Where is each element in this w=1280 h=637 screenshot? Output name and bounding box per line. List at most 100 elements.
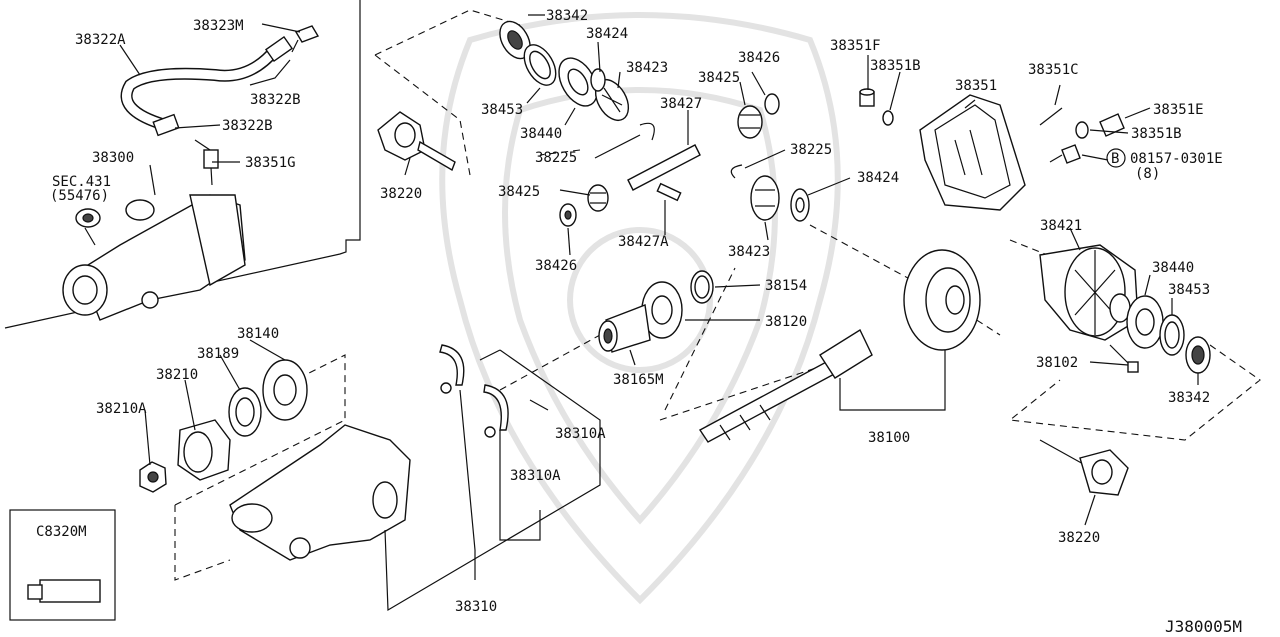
label-38426-low: 38426: [535, 258, 577, 274]
label-38140: 38140: [237, 326, 279, 342]
label-38423-mid: 38423: [728, 244, 770, 260]
label-38120: 38120: [765, 314, 807, 330]
hose-clamp-38322B-upper: [264, 35, 294, 63]
bolt-38323M: [291, 25, 320, 53]
label-38342-right: 38342: [1168, 390, 1210, 406]
label-38154: 38154: [765, 278, 807, 294]
label-38322A: 38322A: [75, 32, 126, 48]
figure-id: J380005M: [1165, 617, 1242, 636]
differential-case-38421: [1039, 244, 1139, 341]
companion-flange-38220-left: [377, 111, 456, 172]
label-bolt-marker: B: [1111, 151, 1119, 167]
label-38210: 38210: [156, 367, 198, 383]
pinion-mate-38425-low: [587, 184, 609, 212]
stud-38351C: [1039, 107, 1063, 126]
label-38220-left: 38220: [380, 186, 422, 202]
label-38427A: 38427A: [618, 234, 669, 250]
label-38440-top: 38440: [520, 126, 562, 142]
label-38351B-a: 38351B: [870, 58, 921, 74]
bearing-38342-right: [1185, 336, 1211, 374]
oil-seal-38189: [228, 387, 262, 437]
label-38426-top: 38426: [738, 50, 780, 66]
label-qty-8: (8): [1135, 166, 1160, 182]
grease-inset-frame: [9, 509, 116, 621]
bearing-38120: [641, 281, 683, 339]
label-sec-431: SEC.431: [52, 174, 111, 190]
companion-flange-38220-right: [1039, 439, 1129, 496]
carrier-housing-38310: [229, 424, 411, 561]
snap-ring-38225-upper: [639, 122, 655, 141]
label-38310A-b: 38310A: [510, 468, 561, 484]
pinion-shaft-38427: [627, 144, 701, 191]
label-38453-right: 38453: [1168, 282, 1210, 298]
seal-55476: [75, 208, 101, 246]
label-38310A-a: 38310A: [555, 426, 606, 442]
washer-38426-top: [764, 93, 780, 115]
label-38225-a: 38225: [535, 150, 577, 166]
bearing-38440-right: [1126, 295, 1164, 349]
inset-frame: [4, 0, 361, 329]
nut-38210A: [139, 461, 167, 493]
washer-38424-mid: [790, 188, 810, 222]
label-C8320M: C8320M: [36, 524, 87, 540]
bolt-38102: [1109, 344, 1139, 373]
label-38351F: 38351F: [830, 38, 881, 54]
bolt-08157: [1049, 144, 1081, 164]
ring-gear-38100: [903, 249, 981, 351]
side-gear-38423-mid: [750, 175, 780, 221]
label-38189: 38189: [197, 346, 239, 362]
label-38102: 38102: [1036, 355, 1078, 371]
flange-38210: [177, 419, 231, 481]
label-38351C: 38351C: [1028, 62, 1079, 78]
washer-38426-low: [559, 203, 577, 227]
label-08157: 08157-0301E: [1130, 151, 1223, 167]
snap-ring-38225-lower: [730, 164, 743, 179]
bearing-38440-top: [558, 57, 598, 107]
label-38351E: 38351E: [1153, 102, 1204, 118]
oil-seal-38154: [690, 270, 714, 304]
label-38225-b: 38225: [790, 142, 832, 158]
spacer-38165M: [598, 304, 651, 353]
label-38424-top: 38424: [586, 26, 628, 42]
rear-cover-38351: [919, 94, 1026, 211]
label-38351B-b: 38351B: [1131, 126, 1182, 142]
label-38421: 38421: [1040, 218, 1082, 234]
label-38100: 38100: [868, 430, 910, 446]
label-38322B-lower: 38322B: [222, 118, 273, 134]
label-38300: 38300: [92, 150, 134, 166]
drive-pinion-38100: [698, 328, 873, 443]
hose-clamp-38322B-lower: [152, 113, 180, 137]
label-38210A: 38210A: [96, 401, 147, 417]
breather-38351G: [194, 139, 219, 186]
label-38424-mid: 38424: [857, 170, 899, 186]
pinion-mate-38425-top: [737, 105, 763, 139]
part-labels: 38323M 38322A 38322B 38322B 38300 38351G…: [36, 8, 1242, 636]
label-38453-top: 38453: [481, 102, 523, 118]
breather-hose-38322A: [120, 44, 281, 131]
gasket-38351B-a: [882, 110, 894, 126]
bearing-38140: [262, 359, 308, 421]
label-38425-top: 38425: [698, 70, 740, 86]
label-38220-right: 38220: [1058, 530, 1100, 546]
label-38165M: 38165M: [613, 372, 664, 388]
label-55476: (55476): [50, 188, 109, 204]
bolt-marker-circle: [1106, 148, 1126, 168]
lock-pin-38427A: [656, 182, 682, 202]
label-38351G: 38351G: [245, 155, 296, 171]
differential-assembly-38300: [62, 194, 246, 321]
label-38440-right: 38440: [1152, 260, 1194, 276]
grease-tube-C8320M: [27, 579, 101, 603]
shim-38453-top: [523, 44, 557, 86]
shim-38453-right: [1159, 314, 1185, 356]
gasket-38351B-b: [1075, 121, 1089, 139]
label-38322B-upper: 38322B: [250, 92, 301, 108]
label-38310: 38310: [455, 599, 497, 615]
label-38351: 38351: [955, 78, 997, 94]
label-38423-top: 38423: [626, 60, 668, 76]
bearing-cap-38310A-right: [483, 384, 549, 438]
label-38427: 38427: [660, 96, 702, 112]
label-38342-top: 38342: [546, 8, 588, 24]
filler-plug-38351F: [859, 88, 875, 107]
